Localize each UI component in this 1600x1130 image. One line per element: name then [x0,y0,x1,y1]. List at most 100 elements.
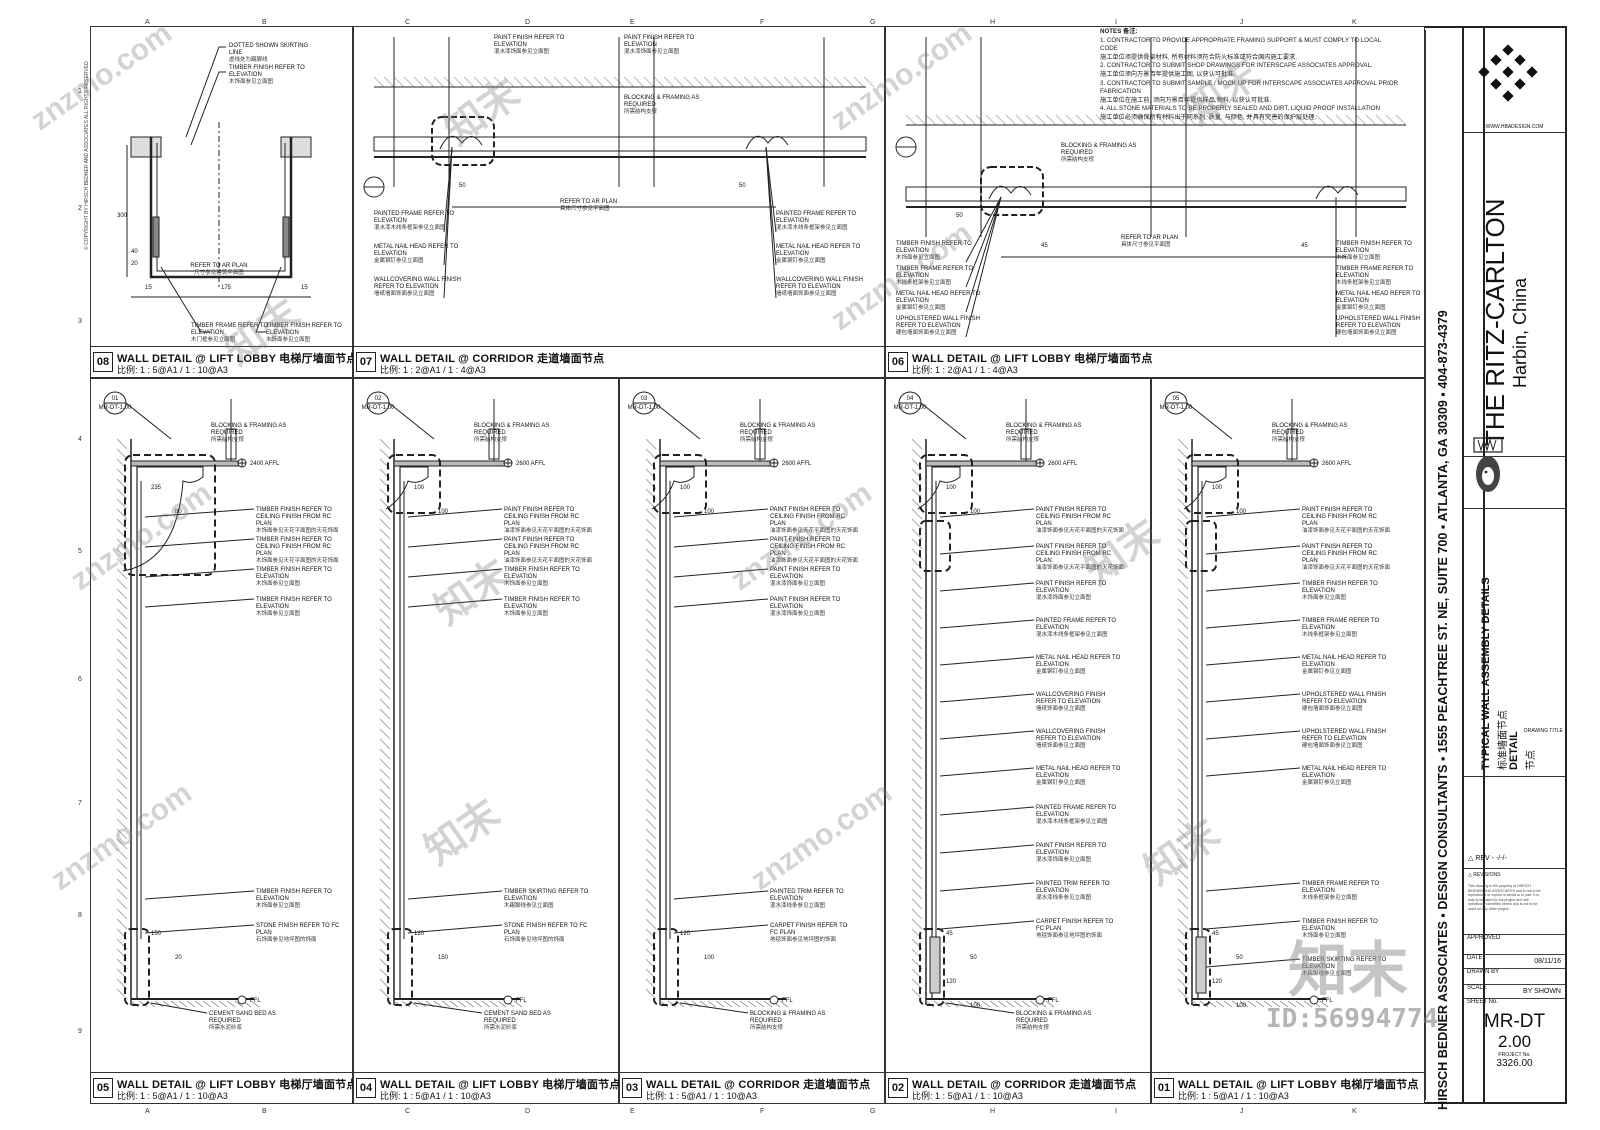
section-tag-sheet: MR-DT-1.00 [1160,405,1193,411]
dimension-text: 50 [1236,955,1243,961]
floor-level-icon [1309,995,1319,1005]
annotation-label-cn: 混水漆饰面参见立面图 [494,47,550,55]
annotation-label-cn: 地毯饰面参见地坪图的饰面 [1036,931,1103,939]
annotation-label-cn: 油漆饰面参见天花平面图的天花饰面 [1036,563,1125,571]
dimension-text: 120 [680,931,691,937]
dimension-text: 50 [956,213,963,219]
annotation-label-cn: 木饰面参见天花平面图的天花饰面 [256,526,339,534]
annotation-label-cn: 所需结构支撑 [750,1023,784,1031]
annotation-label-cn: 木饰面参见立面图 [896,253,941,261]
ceiling-level-text: 2600 AFFL [1048,461,1078,467]
revisions-label: △ REVISIONS [1468,872,1501,878]
annotation-label-cn: 油漆饰面参见天花平面图的天花饰面 [1302,526,1391,534]
dimension-text: 80 [175,509,182,515]
detail-title: WALL DETAIL @ LIFT LOBBY 电梯厅墙面节点 [380,1079,621,1091]
annotation-label-cn: 木门框参见立面图 [191,335,236,343]
level-marker-icon [503,458,513,468]
floor-level-icon [1035,995,1045,1005]
detail-number: 07 [356,352,376,372]
note-line: 施工单位须向万景百年提供施工图, 以获认可批准. [1100,70,1236,78]
grid-row-label: 8 [78,912,82,919]
annotation-label-cn: 虚线处为踢脚线 [229,55,268,63]
dimension-text: 300 [117,213,128,219]
annotation-label-cn: 油漆饰面参见天花平面图的天花饰面 [504,556,593,564]
dimension-text: 45 [1212,931,1219,937]
watermark-id: ID:56994774 [1266,1004,1439,1034]
grid-col-label: F [760,1108,765,1115]
annotation-label-cn: 金属钢钉参见立面图 [1036,667,1086,675]
section-tag-icon [632,391,656,415]
annotation-label-cn: 木饰面参见立面图 [1336,253,1381,261]
dimension-text: 50 [739,183,746,189]
grid-col-label: G [870,19,876,26]
annotation-label-cn: 木饰面参见立面图 [504,609,549,617]
annotation-label-cn: 硬包墙面饰面参见立面图 [896,328,957,336]
annotation-label-cn: 墙纸墙面饰面参见立面图 [374,289,435,297]
section-tag-sheet: MR-DT-1.00 [99,405,132,411]
annotation-label-cn: 木饰面参见立面图 [229,77,274,85]
ceiling-level-text: 2400 AFFL [250,461,280,467]
grid-col-label: C [405,19,411,26]
dimension-text: 100 [1212,485,1223,491]
note-line: 施工单位在施工前, 须向万景百年提供样品,物料, 以获认可批准. [1100,96,1272,104]
annotation-label: REFER TO AR PLAN [190,263,247,269]
annotation-label-cn: 油漆饰面参见天花平面图的天花饰面 [504,526,593,534]
annotation-label-cn: 所需水泥砂浆 [484,1023,518,1031]
grid-col-label: C [405,1108,411,1115]
dimension-text: 100 [438,509,449,515]
annotation-label-cn: 混水漆木线条框架参见立面图 [1036,817,1108,825]
level-marker-icon [237,458,247,468]
annotation-label-cn: 木线条框架参见立面图 [1302,893,1358,901]
annotation-label: REFER TO AR PLAN [560,199,617,205]
detail-scale: 比例: 1 : 5@A1 / 1 : 10@A3 [117,365,228,375]
section-tag-number: 03 [641,396,648,402]
drawn-by-row: DRAWN BY [1464,968,1565,984]
annotation-label-cn: 硬包墙面饰面参见立面图 [1336,328,1397,336]
grid-col-label: I [1115,1108,1117,1115]
detail-scale: 比例: 1 : 2@A1 / 1 : 4@A3 [380,365,486,375]
grid-col-label: H [990,1108,996,1115]
grid-row-label: 5 [78,548,82,555]
annotation-label-cn: 所需结构支撑 [211,435,245,443]
annotation-label-cn: 混水漆线条参见立面图 [770,901,826,909]
floor-level-icon [769,995,779,1005]
grid-col-label: B [262,1108,267,1115]
annotation-label-cn: 油漆饰面参见天花平面图的天花饰面 [770,556,859,564]
ceiling-level-text: 2600 AFFL [782,461,812,467]
annotation-label-cn: 石饰面参见地坪图的饰面 [256,935,317,943]
dimension-text: 50 [970,955,977,961]
grid-row-label: 7 [78,800,82,807]
section-tag-sheet: MR-DT-1.00 [362,405,395,411]
annotation-label-cn: 金属钢钉参见立面图 [374,256,424,264]
grid-col-label: K [1352,19,1357,26]
annotation-label-cn: 木饰面参见立面图 [504,579,549,587]
